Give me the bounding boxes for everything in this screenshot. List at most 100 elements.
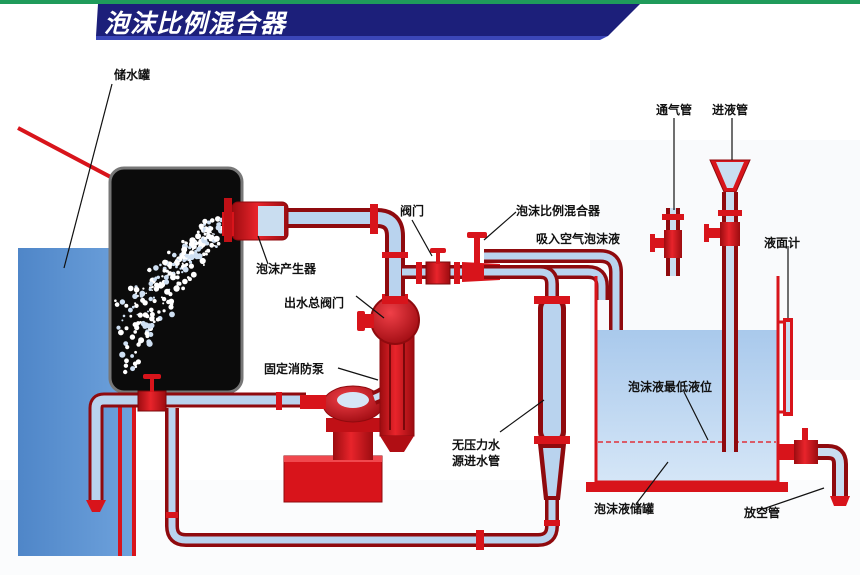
foam-spray-particles [114, 216, 225, 375]
foam-particle [148, 332, 154, 337]
foam-particle [136, 313, 139, 316]
foam-particle [134, 365, 138, 369]
foam-particle [133, 286, 140, 293]
foam-particle [212, 233, 214, 235]
foam-particle [181, 262, 184, 265]
label-foam-storage-tank: 泡沫液储罐 [594, 502, 655, 516]
drain-pipe-assembly [778, 428, 850, 506]
foam-particle [170, 274, 177, 281]
label-level-gauge: 液面计 [764, 236, 801, 250]
foam-particle [168, 304, 174, 310]
foam-particle [209, 226, 214, 231]
foam-particle [148, 287, 152, 291]
foam-particle [160, 296, 163, 299]
foam-particle [190, 271, 197, 278]
foam-particle [161, 296, 167, 302]
foam-particle [151, 289, 153, 292]
foam-particle [116, 325, 121, 330]
foam-particle [129, 314, 133, 318]
foam-particle [146, 323, 153, 330]
label-foam-generator: 泡沫产生器 [256, 262, 317, 276]
foam-particle [152, 296, 155, 299]
fixed-fire-pump [283, 294, 420, 503]
foam-particle [125, 345, 130, 350]
foam-particle [181, 286, 186, 291]
foam-particle [138, 337, 145, 344]
foam-particle [114, 302, 120, 307]
foam-particle [188, 246, 192, 250]
foam-particle [187, 277, 192, 282]
foam-particle [181, 255, 186, 260]
label-suction-foam: 吸入空气泡沫液 [536, 232, 621, 246]
foam-particle [148, 281, 154, 287]
foam-particle [145, 334, 150, 339]
foam-particle [159, 263, 162, 267]
foam-particle [213, 233, 215, 235]
foam-particle [202, 227, 206, 231]
inlet-pipe-assembly [704, 159, 751, 452]
foam-particle [169, 311, 175, 318]
foam-particle [181, 271, 184, 274]
foam-particle [194, 242, 198, 246]
foam-particle [175, 275, 180, 280]
foam-particle [162, 309, 166, 313]
foam-particle [184, 253, 189, 258]
foam-particle [162, 259, 168, 266]
foam-particle [203, 232, 207, 236]
label-proportioner: 泡沫比例混合器 [516, 204, 601, 218]
foam-particle [161, 275, 164, 278]
label-valve: 阀门 [400, 204, 425, 218]
label-fixed-fire-pump: 固定消防泵 [264, 362, 325, 376]
foam-particle [166, 299, 171, 305]
label-inlet-pipe: 进液管 [712, 103, 749, 117]
foam-particle [188, 263, 194, 269]
foam-particle [196, 253, 203, 260]
foam-particle [137, 312, 143, 318]
foam-particle [195, 233, 202, 240]
label-no-pressure-inlet-2: 源进水管 [452, 454, 501, 468]
foam-particle [122, 314, 126, 318]
foam-particle [157, 282, 164, 289]
foam-spray-panel [108, 166, 244, 394]
proportioner-feed-pipe [402, 232, 626, 448]
foam-particle [202, 218, 208, 224]
foam-particle [123, 341, 129, 346]
foam-particle [134, 303, 139, 308]
foam-particle [179, 267, 182, 270]
label-drain-pipe: 放空管 [744, 506, 781, 520]
foam-particle [202, 264, 205, 266]
foam-particle [119, 299, 126, 305]
foam-particle [191, 248, 194, 251]
no-pressure-inlet-pipe [165, 296, 570, 550]
foam-particle [202, 230, 205, 233]
foam-particle [193, 253, 196, 256]
foam-particle [206, 231, 209, 235]
foam-particle [140, 320, 146, 327]
foam-particle [209, 218, 215, 223]
foam-particle [184, 241, 188, 245]
foam-particle [203, 236, 207, 240]
foam-particle [139, 321, 142, 324]
foam-particle [172, 271, 175, 274]
foam-particle [145, 292, 147, 295]
foam-particle [127, 307, 133, 313]
foam-particle [134, 325, 140, 331]
foam-particle [157, 310, 161, 314]
label-min-level: 泡沫液最低液位 [628, 380, 713, 394]
foam-particle [139, 290, 146, 297]
page-title: 泡沫比例混合器 [104, 9, 287, 38]
foam-particle [209, 242, 215, 248]
foam-particle [173, 260, 180, 267]
foam-particle [124, 303, 129, 308]
foam-particle [133, 330, 137, 334]
foam-particle [165, 269, 169, 273]
foam-particle [142, 312, 149, 318]
foam-particle [142, 300, 148, 306]
foam-particle [182, 278, 188, 285]
foam-particle [151, 316, 155, 320]
foam-storage-tank [586, 276, 788, 492]
foam-particle [131, 305, 135, 309]
foam-particle [215, 224, 222, 231]
foam-particle [199, 246, 202, 250]
